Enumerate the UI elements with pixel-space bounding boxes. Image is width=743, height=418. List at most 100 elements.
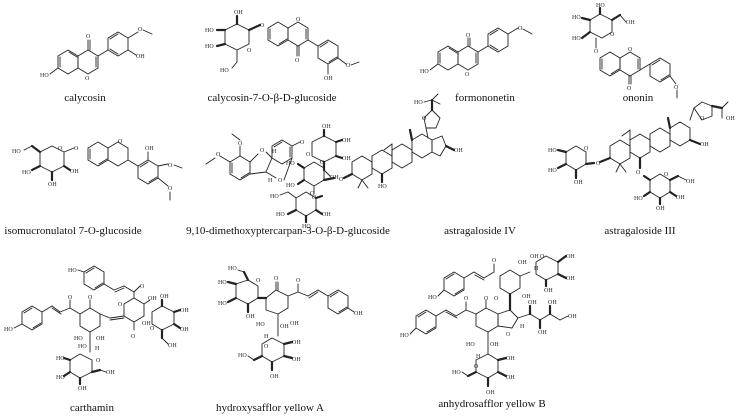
svg-text:H: H bbox=[534, 266, 539, 272]
label-calycosin-glucoside: calycosin-7-O-β-D-glucoside bbox=[207, 92, 337, 104]
svg-text:OH: OH bbox=[136, 54, 145, 60]
label-calycosin: calycosin bbox=[64, 92, 106, 104]
svg-text:O: O bbox=[86, 34, 91, 40]
svg-text:O: O bbox=[118, 139, 123, 145]
svg-text:HO: HO bbox=[572, 36, 581, 42]
svg-text:O: O bbox=[664, 172, 669, 178]
svg-text:H: H bbox=[264, 334, 269, 340]
svg-text:O: O bbox=[636, 170, 641, 176]
svg-text:HO: HO bbox=[4, 327, 13, 333]
svg-text:HO: HO bbox=[400, 333, 409, 339]
svg-text:O: O bbox=[320, 160, 325, 166]
svg-text:HO: HO bbox=[256, 322, 265, 328]
svg-text:OH: OH bbox=[168, 343, 177, 349]
svg-text:HO: HO bbox=[428, 295, 437, 301]
svg-text:HO: HO bbox=[270, 194, 279, 200]
svg-text:O: O bbox=[85, 76, 90, 82]
svg-text:OH: OH bbox=[548, 300, 557, 306]
svg-text:OH: OH bbox=[490, 342, 499, 348]
svg-text:OH: OH bbox=[78, 386, 87, 392]
structure-carthamin: HO O O OH O OH O OH OH OH OH bbox=[4, 265, 189, 392]
svg-text:O: O bbox=[138, 27, 143, 33]
svg-text:O: O bbox=[68, 295, 73, 301]
label-ononin: ononin bbox=[622, 92, 654, 104]
svg-text:O: O bbox=[627, 86, 632, 92]
svg-text:O: O bbox=[596, 161, 601, 167]
svg-text:O: O bbox=[310, 191, 315, 197]
svg-text:O: O bbox=[260, 148, 265, 154]
svg-text:O: O bbox=[296, 278, 301, 284]
svg-text:HO: HO bbox=[572, 15, 581, 21]
svg-text:OH: OH bbox=[322, 212, 331, 218]
svg-text:HO: HO bbox=[218, 301, 227, 307]
svg-text:O: O bbox=[674, 85, 679, 91]
structure-astragaloside-iii: O OH OH O O O HO HO OH O bbox=[548, 101, 735, 212]
svg-text:O: O bbox=[610, 32, 615, 38]
svg-text:OH: OH bbox=[726, 116, 735, 122]
svg-text:O: O bbox=[274, 276, 279, 282]
svg-text:HO: HO bbox=[414, 100, 423, 106]
svg-text:H: H bbox=[476, 354, 481, 360]
svg-text:OH: OH bbox=[522, 294, 531, 300]
svg-text:HO: HO bbox=[74, 336, 83, 342]
svg-text:OH: OH bbox=[574, 180, 583, 186]
svg-text:HO: HO bbox=[218, 280, 227, 286]
svg-text:OH: OH bbox=[566, 254, 575, 260]
svg-text:O: O bbox=[296, 17, 301, 23]
svg-text:OH: OH bbox=[246, 314, 255, 320]
svg-text:OH: OH bbox=[342, 156, 351, 162]
svg-text:O: O bbox=[260, 23, 265, 29]
svg-text:HO: HO bbox=[205, 44, 214, 50]
structure-formononetin: O O O HO bbox=[420, 26, 533, 78]
svg-text:O: O bbox=[474, 364, 479, 370]
svg-text:OH: OH bbox=[70, 169, 79, 175]
label-asyb: anhydrosafflor yellow B bbox=[438, 398, 546, 410]
svg-text:HO: HO bbox=[238, 353, 247, 359]
svg-text:OH: OH bbox=[486, 390, 495, 396]
svg-text:O: O bbox=[312, 195, 317, 201]
svg-text:HO: HO bbox=[40, 73, 49, 79]
svg-text:O: O bbox=[466, 33, 471, 39]
svg-text:HO: HO bbox=[205, 28, 214, 34]
svg-text:OH: OH bbox=[454, 148, 463, 154]
structure-isomucronulatol-glucoside: O HO HO OH OH O O OH O O bbox=[12, 139, 183, 201]
label-hsya: hydroxysafflor yellow A bbox=[216, 402, 324, 414]
svg-text:H: H bbox=[268, 178, 273, 184]
structure-astragaloside-iv: HO O OH HO O O HO HO O O bbox=[270, 93, 463, 230]
label-astragaloside-iii: astragaloside III bbox=[604, 225, 676, 237]
svg-text:OH: OH bbox=[676, 195, 685, 201]
svg-text:OH: OH bbox=[506, 356, 515, 362]
svg-text:OH: OH bbox=[506, 375, 515, 381]
svg-text:OH: OH bbox=[234, 10, 243, 16]
svg-text:O: O bbox=[118, 302, 123, 308]
svg-text:OH: OH bbox=[270, 374, 279, 380]
structure-pterocarpan-glucoside: O O O H H O O O OH OH OH OH bbox=[205, 124, 351, 184]
svg-text:OH: OH bbox=[538, 330, 547, 336]
svg-text:HO: HO bbox=[68, 268, 77, 274]
svg-text:HO: HO bbox=[78, 344, 87, 350]
svg-text:OH: OH bbox=[145, 146, 154, 152]
svg-text:OH: OH bbox=[700, 142, 709, 148]
label-astragaloside-iv: astragaloside IV bbox=[444, 225, 516, 237]
svg-text:OH: OH bbox=[292, 357, 301, 363]
structure-hsya: HO O HO HO OH O HO OH OH O OH O bbox=[218, 266, 363, 380]
svg-text:O: O bbox=[264, 344, 269, 350]
svg-text:O: O bbox=[58, 146, 63, 152]
svg-text:OH: OH bbox=[626, 20, 635, 26]
svg-text:OH: OH bbox=[686, 179, 695, 185]
svg-text:HO: HO bbox=[466, 342, 475, 348]
svg-text:O: O bbox=[518, 26, 523, 32]
svg-text:HO: HO bbox=[220, 68, 229, 74]
svg-text:O: O bbox=[584, 146, 589, 152]
svg-text:H: H bbox=[520, 324, 525, 330]
svg-text:OH: OH bbox=[180, 308, 189, 314]
svg-text:OH: OH bbox=[180, 327, 189, 333]
svg-text:HO: HO bbox=[56, 356, 65, 362]
svg-text:O: O bbox=[74, 146, 79, 152]
label-pterocarpan-glucoside: 9,10-dimethoxyptercarpan-3-O-β-D-glucosi… bbox=[186, 225, 390, 237]
structure-ononin: HO HO HO OH O O O O O bbox=[572, 3, 679, 99]
svg-text:O: O bbox=[131, 334, 136, 340]
svg-text:O: O bbox=[594, 49, 599, 55]
svg-text:OH: OH bbox=[106, 370, 115, 376]
